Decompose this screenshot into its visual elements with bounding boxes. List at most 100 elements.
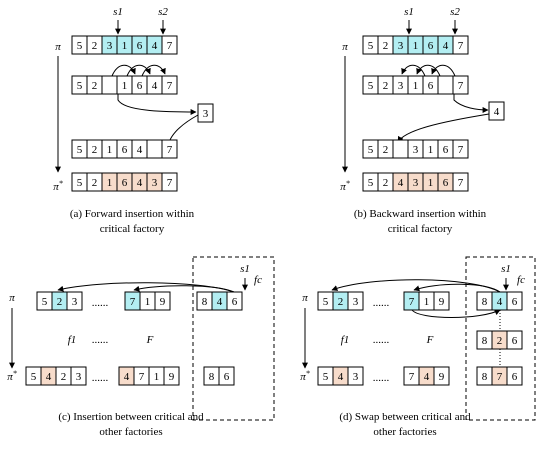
label-f1: f1 [341, 334, 350, 346]
cell-value: 6 [137, 40, 143, 52]
cell-value: 3 [413, 177, 419, 189]
cell-value: 5 [77, 177, 83, 189]
removed-job-box: 3 [197, 103, 214, 123]
extract-arrow [453, 94, 489, 113]
cell-value: 3 [353, 371, 359, 383]
cell-value: 1 [428, 144, 434, 156]
swap-arrow-back [411, 309, 501, 318]
cell-value: 7 [409, 371, 415, 383]
caption-a-line2: critical factory [100, 223, 165, 235]
cell-value: 6 [512, 371, 518, 383]
cell [506, 330, 523, 350]
cell-value: 5 [77, 80, 83, 92]
caption-b-line2: critical factory [388, 223, 453, 235]
cell-value: 5 [42, 296, 48, 308]
cell-value: 2 [383, 144, 389, 156]
cell [197, 103, 214, 123]
cell-value: 3 [107, 40, 113, 52]
cell-value: 4 [398, 177, 404, 189]
cell-value: 5 [77, 40, 83, 52]
cell-value: 4 [497, 296, 503, 308]
cell-value: 6 [512, 335, 518, 347]
cell [392, 139, 409, 159]
caption-c-line1: (c) Insertion between critical and [58, 411, 204, 423]
cell-value: 9 [439, 296, 445, 308]
label-pi: π [302, 292, 308, 304]
cell-value: 8 [482, 296, 488, 308]
cell-value: 6 [512, 296, 518, 308]
caption-c-line2: other factories [99, 426, 162, 438]
cell [161, 35, 178, 55]
cell-value: 4 [152, 80, 158, 92]
cell-value: 1 [107, 144, 113, 156]
label-pi: π [55, 41, 61, 53]
cell-value: 2 [338, 296, 344, 308]
label-s1: s1 [404, 6, 414, 18]
cell-value: 2 [92, 40, 98, 52]
cell [218, 366, 235, 386]
cell-value: 8 [482, 371, 488, 383]
cell [452, 172, 469, 192]
label-F: F [426, 334, 434, 346]
cell-value: 1 [424, 296, 430, 308]
cell-value: 1 [122, 80, 128, 92]
cell-value: 6 [122, 144, 128, 156]
cell-value: 6 [224, 371, 230, 383]
cell [161, 172, 178, 192]
cell-value: 5 [368, 80, 374, 92]
label-pi-star: π* [340, 179, 350, 193]
caption-b-line1: (b) Backward insertion within [354, 208, 487, 220]
cell [163, 366, 180, 386]
label-pi: π [9, 292, 15, 304]
cell-value: 7 [130, 296, 136, 308]
ellipsis: ...... [373, 297, 390, 309]
critical-factory-frame [465, 256, 536, 421]
cell-value: 8 [202, 296, 208, 308]
cell [347, 291, 364, 311]
cell-value: 5 [323, 371, 329, 383]
cell [506, 366, 523, 386]
cell-value: 7 [497, 371, 503, 383]
label-s2: s2 [158, 6, 168, 18]
shift-arc-3 [141, 64, 166, 77]
shift-arc-2 [416, 64, 441, 77]
cell-value: 2 [92, 144, 98, 156]
critical-factory-frame [192, 256, 275, 421]
cell [488, 101, 505, 121]
cell-value: 7 [139, 371, 145, 383]
ellipsis: ...... [92, 334, 109, 346]
cell-value: 8 [209, 371, 215, 383]
caption-a-line1: (a) Forward insertion within [70, 208, 195, 220]
cell-value: 7 [167, 144, 173, 156]
cell-value: 5 [323, 296, 329, 308]
cell-value: 2 [61, 371, 67, 383]
cell-value: 3 [72, 296, 78, 308]
cell-value: 3 [353, 296, 359, 308]
ellipsis: ...... [373, 372, 390, 384]
label-s2: s2 [450, 6, 460, 18]
cell-value: 9 [169, 371, 175, 383]
cell-value: 5 [368, 40, 374, 52]
cell-value: 1 [413, 80, 419, 92]
cell-value: 1 [122, 40, 128, 52]
cell-value: 4 [217, 296, 223, 308]
label-pi-star: π* [7, 369, 17, 383]
shift-arc-1 [431, 64, 456, 77]
caption-d-line1: (d) Swap between critical and [339, 411, 471, 423]
insert-arrow [397, 113, 490, 143]
label-fc: fc [254, 274, 262, 286]
removed-job-box: 4 [488, 101, 505, 121]
cell-value: 2 [92, 177, 98, 189]
